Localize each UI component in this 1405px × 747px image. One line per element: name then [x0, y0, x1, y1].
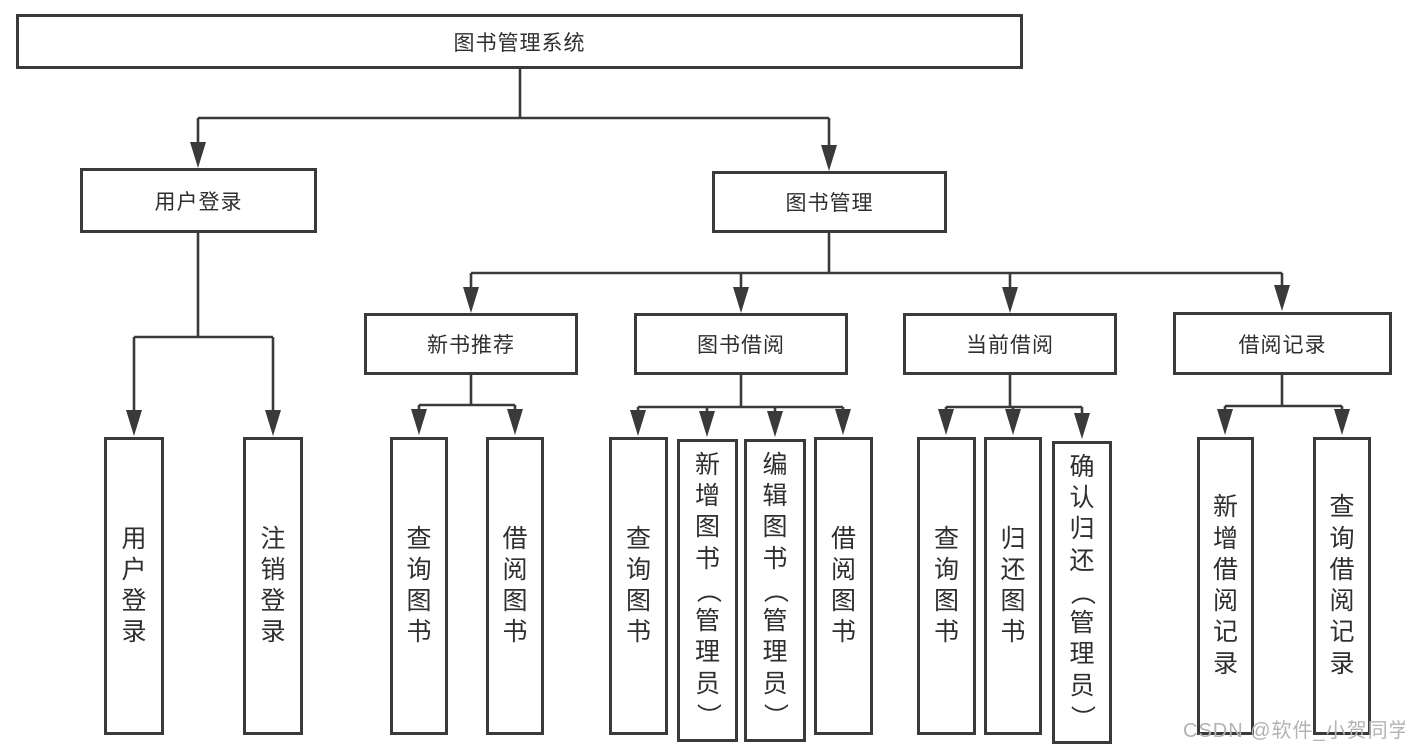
leaf-bb-edit-books-admin: 编辑图书（管理员） [744, 439, 806, 742]
leaf-bb-add-books-admin: 新增图书（管理员） [677, 439, 738, 742]
leaf-cb-confirm-return-admin: 确认归还（管理员） [1052, 441, 1112, 744]
group-new-books: 新书推荐 [364, 313, 578, 375]
group-current-borrow: 当前借阅 [903, 313, 1117, 375]
leaf-bb-borrow-books: 借阅图书 [814, 437, 873, 735]
leaf-user-login: 用户登录 [104, 437, 164, 735]
leaf-cb-return-books: 归还图书 [984, 437, 1042, 735]
leaf-bb-query-books: 查询图书 [609, 437, 668, 735]
csdn-watermark: CSDN @软件_小贺同学 [1183, 720, 1405, 742]
leaf-br-add-record: 新增借阅记录 [1197, 437, 1254, 735]
node-root: 图书管理系统 [16, 14, 1023, 69]
branch-book-mgmt: 图书管理 [712, 171, 947, 233]
leaf-nb-borrow-books: 借阅图书 [486, 437, 544, 735]
leaf-logout-login: 注销登录 [243, 437, 303, 735]
group-borrow-records: 借阅记录 [1173, 312, 1392, 375]
leaf-cb-query-books: 查询图书 [917, 437, 976, 735]
branch-user-login: 用户登录 [80, 168, 317, 233]
group-book-borrow: 图书借阅 [634, 313, 848, 375]
leaf-br-query-record: 查询借阅记录 [1313, 437, 1371, 735]
leaf-nb-query-books: 查询图书 [390, 437, 448, 735]
